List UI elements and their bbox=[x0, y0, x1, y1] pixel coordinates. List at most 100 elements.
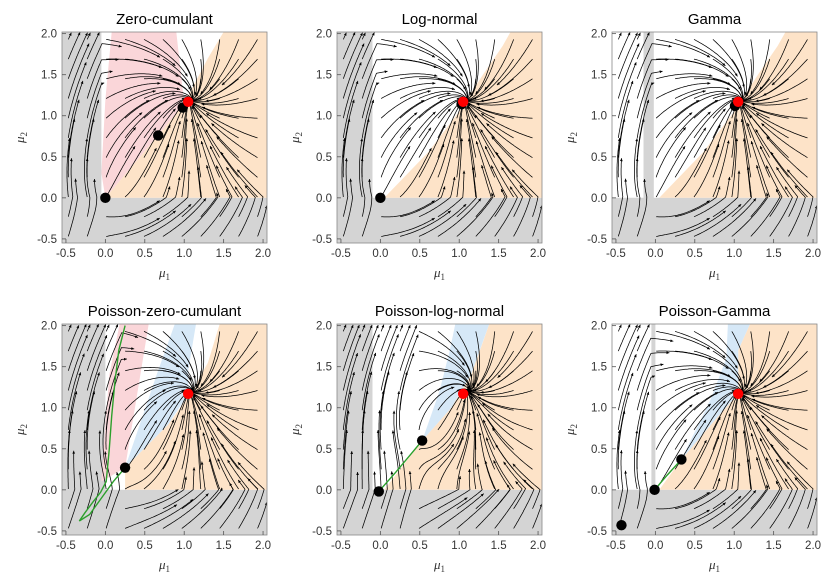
stream-arrow bbox=[745, 93, 749, 97]
y-tick-label: 0.0 bbox=[591, 193, 607, 205]
streamline bbox=[456, 392, 469, 450]
streamline bbox=[636, 410, 645, 470]
streamline bbox=[341, 138, 346, 198]
stream-arrow bbox=[106, 324, 110, 328]
streamline bbox=[86, 82, 105, 138]
streamline bbox=[749, 114, 789, 158]
stream-arrow bbox=[480, 390, 484, 394]
streamline bbox=[361, 471, 376, 529]
streamline bbox=[636, 70, 663, 119]
y-tick-label: 0.5 bbox=[591, 444, 607, 456]
stream-arrow bbox=[539, 503, 542, 507]
stream-arrow bbox=[432, 81, 436, 85]
streamline bbox=[484, 39, 514, 90]
stream-arrow bbox=[392, 352, 395, 357]
streamline bbox=[656, 217, 710, 237]
streamline bbox=[124, 331, 177, 357]
stream-arrow bbox=[351, 99, 355, 103]
streamline bbox=[399, 352, 415, 411]
streamline bbox=[359, 138, 363, 198]
fixed-point bbox=[616, 519, 627, 531]
stream-arrow bbox=[618, 32, 622, 36]
stream-arrow bbox=[717, 478, 721, 482]
streamline bbox=[475, 140, 496, 198]
streamline bbox=[476, 413, 496, 470]
streamline bbox=[636, 352, 670, 391]
streamline bbox=[192, 397, 221, 450]
stream-arrow bbox=[728, 121, 731, 125]
stream-arrow bbox=[750, 91, 754, 95]
stream-arrow bbox=[175, 364, 179, 368]
y-tick-label: 1.5 bbox=[316, 70, 332, 82]
streamline bbox=[86, 99, 99, 158]
stream-arrow bbox=[355, 80, 359, 85]
streamline bbox=[399, 111, 436, 158]
streamline bbox=[655, 112, 693, 158]
target-point bbox=[457, 96, 469, 107]
streamline bbox=[712, 462, 740, 510]
stream-arrow bbox=[226, 188, 229, 193]
stream-arrow bbox=[666, 351, 670, 355]
streamline bbox=[470, 395, 496, 450]
stream-arrow bbox=[737, 462, 741, 466]
streamline bbox=[437, 198, 482, 237]
stream-arrow bbox=[192, 103, 196, 107]
streamline bbox=[470, 39, 479, 98]
streamline bbox=[400, 76, 456, 85]
stream-arrow bbox=[509, 186, 513, 190]
stream-arrow bbox=[751, 394, 755, 398]
streamline bbox=[674, 379, 731, 391]
x-tick-label: 2.0 bbox=[805, 248, 821, 260]
stream-arrow bbox=[734, 365, 738, 369]
streamline bbox=[67, 325, 80, 352]
stream-arrow bbox=[475, 91, 479, 95]
stream-arrow bbox=[709, 74, 713, 77]
stream-arrow bbox=[390, 58, 394, 61]
streamline bbox=[227, 459, 250, 509]
stream-arrow bbox=[407, 146, 411, 150]
streamline bbox=[488, 58, 533, 96]
streamline bbox=[759, 437, 789, 490]
streamline bbox=[488, 350, 533, 389]
stream-arrow bbox=[734, 73, 738, 77]
streamline bbox=[456, 412, 471, 470]
streamline bbox=[743, 138, 752, 198]
x-tick-label: 0.5 bbox=[412, 248, 428, 260]
stream-arrow bbox=[485, 145, 488, 150]
streamline bbox=[181, 192, 219, 237]
streamline bbox=[656, 375, 711, 391]
stream-arrow bbox=[742, 105, 745, 110]
streamline bbox=[636, 43, 672, 79]
streamline bbox=[617, 62, 637, 119]
streamline bbox=[342, 62, 362, 119]
streamline bbox=[786, 461, 814, 509]
stream-arrow bbox=[175, 489, 179, 493]
streamline bbox=[86, 43, 122, 79]
streamline bbox=[655, 145, 686, 198]
y-tick-label: 1.5 bbox=[316, 362, 332, 374]
stream-arrow bbox=[480, 129, 484, 133]
streamline bbox=[162, 493, 209, 529]
streamline bbox=[181, 430, 191, 490]
panel-3: -0.5-0.50.00.00.50.51.01.01.51.52.02.0Ga… bbox=[562, 11, 821, 282]
y-tick-label: 2.0 bbox=[591, 321, 607, 333]
stream-arrow bbox=[683, 419, 687, 423]
streamline bbox=[342, 178, 353, 237]
streamline bbox=[181, 410, 190, 470]
streamline bbox=[513, 185, 531, 237]
streamline bbox=[205, 112, 258, 139]
streamline bbox=[162, 434, 184, 490]
stream-arrow bbox=[726, 140, 730, 144]
streamline bbox=[205, 370, 258, 394]
gray-bottom-region bbox=[337, 197, 542, 243]
streamline bbox=[342, 324, 360, 371]
streamline bbox=[731, 39, 748, 96]
streamlines bbox=[616, 32, 817, 237]
stream-arrow bbox=[172, 62, 176, 66]
stream-arrow bbox=[491, 192, 494, 197]
streamline bbox=[418, 386, 455, 430]
stream-arrow bbox=[157, 111, 161, 115]
streamline bbox=[617, 324, 638, 371]
streamline bbox=[511, 169, 539, 217]
panel-6: -0.5-0.50.00.00.50.51.01.01.51.52.02.0Po… bbox=[562, 303, 821, 574]
